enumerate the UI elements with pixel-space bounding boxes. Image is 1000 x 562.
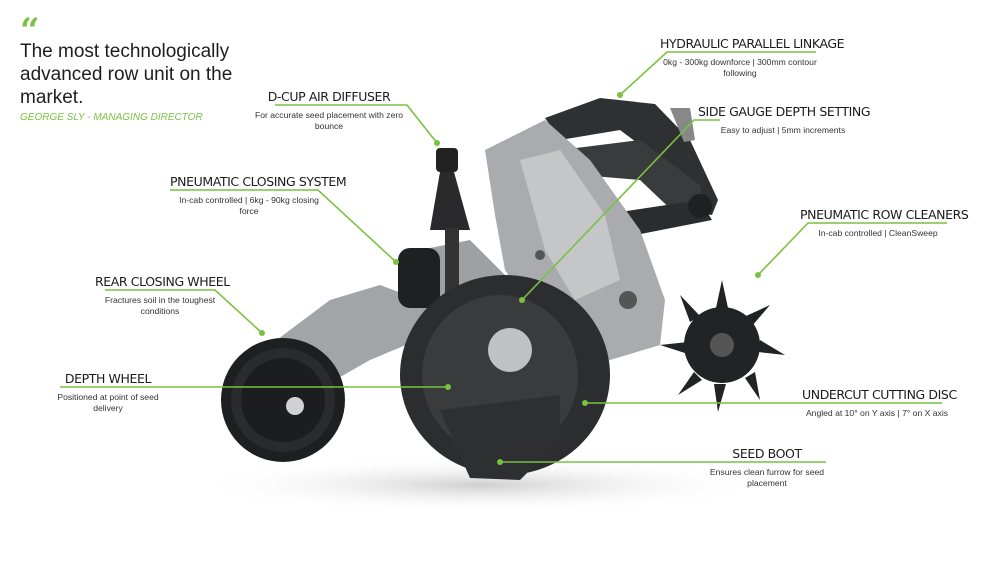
- callout-title: UNDERCUT CUTTING DISC: [802, 387, 957, 402]
- quote-author: GEORGE SLY - MANAGING DIRECTOR: [20, 112, 203, 123]
- callout-desc: Easy to adjust | 5mm increments: [720, 125, 846, 135]
- closing-airbag: [398, 248, 440, 308]
- callout-desc: Fractures soil in the toughest condition…: [104, 295, 216, 316]
- leader-lines: [60, 51, 947, 463]
- leader-dcup: [275, 104, 438, 144]
- callout-title: PNEUMATIC CLOSING SYSTEM: [170, 174, 347, 189]
- callout-dcup-diffuser: D-CUP AIR DIFFUSER For accurate seed pla…: [248, 89, 410, 132]
- callout-cutting-disc: UNDERCUT CUTTING DISC Angled at 10° on Y…: [802, 387, 957, 419]
- callout-title: SEED BOOT: [732, 446, 802, 461]
- quote-text: The most technologically advanced row un…: [20, 41, 233, 108]
- callout-hydraulic-linkage: HYDRAULIC PARALLEL LINKAGE 0kg - 300kg d…: [660, 36, 845, 79]
- callout-row-cleaners: PNEUMATIC ROW CLEANERS In-cab controlled…: [800, 207, 969, 239]
- callout-desc: Angled at 10° on Y axis | 7° on X axis: [805, 408, 949, 418]
- callout-title: SIDE GAUGE DEPTH SETTING: [698, 104, 871, 119]
- leader-row-cleaners: [757, 222, 947, 276]
- callout-desc: In-cab controlled | CleanSweep: [818, 228, 938, 238]
- callout-pneumatic-closing: PNEUMATIC CLOSING SYSTEM In-cab controll…: [170, 174, 347, 217]
- seed-boot-shape: [440, 395, 560, 480]
- callout-title: PNEUMATIC ROW CLEANERS: [800, 207, 969, 222]
- callout-desc: Ensures clean furrow for seed placement: [709, 467, 825, 488]
- callout-title: REAR CLOSING WHEEL: [95, 274, 230, 289]
- callout-title: D-CUP AIR DIFFUSER: [267, 89, 391, 104]
- leader-dots: [259, 92, 761, 465]
- callout-desc: Positioned at point of seed delivery: [57, 392, 159, 413]
- row-cleaner-wheel: [660, 280, 785, 412]
- callout-rear-closing-wheel: REAR CLOSING WHEEL Fractures soil in the…: [95, 274, 230, 317]
- leader-sidegauge: [521, 119, 720, 301]
- leader-pneumatic-closing: [170, 189, 397, 263]
- leader-rear-wheel: [105, 289, 263, 334]
- quote-mark-icon: “: [20, 11, 40, 51]
- callout-title: DEPTH WHEEL: [64, 371, 152, 386]
- callout-title: HYDRAULIC PARALLEL LINKAGE: [660, 36, 845, 51]
- callout-desc: In-cab controlled | 6kg - 90kg closing f…: [179, 195, 319, 216]
- callout-seed-boot: SEED BOOT Ensures clean furrow for seed …: [705, 446, 829, 489]
- callout-desc: 0kg - 300kg downforce | 300mm contour fo…: [663, 57, 817, 78]
- callout-side-gauge: SIDE GAUGE DEPTH SETTING Easy to adjust …: [698, 104, 871, 136]
- leader-hydraulic: [619, 51, 816, 96]
- ground-shadow: [190, 457, 770, 513]
- callout-depth-wheel: DEPTH WHEEL Positioned at point of seed …: [52, 371, 164, 414]
- rear-closing-wheel: [221, 338, 345, 462]
- callout-desc: For accurate seed placement with zero bo…: [254, 110, 404, 131]
